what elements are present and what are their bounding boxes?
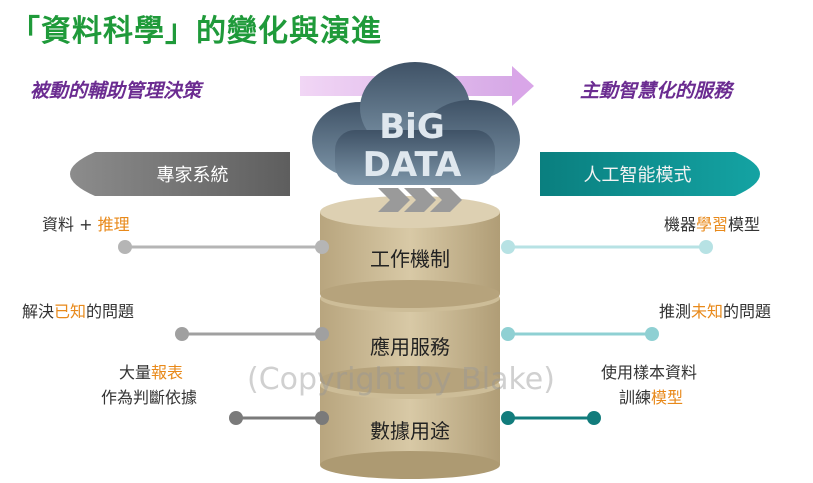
cloud-text-line2: DATA <box>363 145 462 185</box>
right-row3-highlight: 模型 <box>651 388 683 407</box>
right-label-row1: 機器學習模型 <box>664 211 760 235</box>
left-label-row2: 解決已知的問題 <box>22 298 134 322</box>
cloud-text-line1: BiG <box>379 107 444 147</box>
left-row1-highlight: 推理 <box>98 215 130 234</box>
left-subheading: 被動的輔助管理決策 <box>30 76 201 103</box>
right-label-row3-line2: 訓練模型 <box>619 384 683 408</box>
right-subheading: 主動智慧化的服務 <box>580 76 732 103</box>
left-label-row3-line1: 大量報表 <box>119 359 183 383</box>
right-pill-label: 人工智能模式 <box>540 152 735 196</box>
left-row2-before: 解決 <box>22 302 54 321</box>
right-row2-before: 推測 <box>659 302 691 321</box>
right-row2-after: 的問題 <box>723 302 771 321</box>
right-label-row3-line1: 使用樣本資料 <box>601 359 697 383</box>
copyright-watermark: (Copyright by Blake) <box>247 362 555 397</box>
cylinder-layer-1: 工作機制 <box>320 243 500 272</box>
left-row3-normal: 大量 <box>119 363 151 382</box>
right-row1-highlight: 學習 <box>696 215 728 234</box>
left-row1-text: 資料 + <box>42 215 98 234</box>
right-row1-after: 模型 <box>728 215 760 234</box>
left-row2-after: 的問題 <box>86 302 134 321</box>
chevron-arrows <box>378 188 462 212</box>
left-label-row3-line2: 作為判斷依據 <box>101 384 197 408</box>
right-row2-highlight: 未知 <box>691 302 723 321</box>
cylinder-layer-3: 數據用途 <box>320 415 500 444</box>
left-label-row1: 資料 + 推理 <box>42 211 130 235</box>
right-label-row2: 推測未知的問題 <box>659 298 771 322</box>
cylinder-layer-2: 應用服務 <box>320 331 500 360</box>
left-row2-highlight: 已知 <box>54 302 86 321</box>
left-row3-highlight: 報表 <box>151 363 183 382</box>
left-pill-label: 專家系統 <box>95 152 290 196</box>
right-row3-normal: 訓練 <box>619 388 651 407</box>
right-row1-before: 機器 <box>664 215 696 234</box>
